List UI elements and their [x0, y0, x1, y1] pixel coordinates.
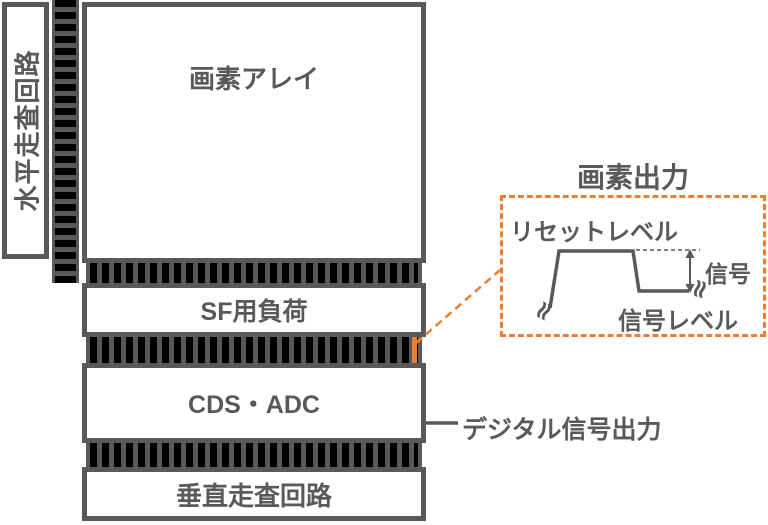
horizontal-scan-circuit-box: 水平走査回路	[2, 2, 49, 259]
reset-level-label: リセットレベル	[510, 219, 678, 246]
bus-cds-adc-to-vertical-scan	[86, 443, 422, 467]
horizontal-scan-circuit-label: 水平走査回路	[12, 49, 43, 212]
vertical-scan-circuit-label: 垂直走査回路	[175, 480, 332, 511]
pixel-array-label: 画素アレイ	[188, 64, 319, 94]
pixel-output-highlight-line	[412, 337, 417, 363]
pixel-output-inset-title: 画素出力	[576, 162, 689, 193]
vertical-scan-circuit-box: 垂直走査回路	[82, 467, 426, 521]
pixel-output-callout-line	[415, 269, 501, 344]
bus-sf-load-to-cds-adc	[86, 337, 422, 363]
cds-adc-box: CDS・ADC	[82, 363, 426, 443]
pixel-array-box: 画素アレイ	[82, 2, 426, 263]
bus-horizontal-scan-to-pixel-array	[52, 0, 79, 283]
sf-load-label: SF用負荷	[200, 298, 308, 326]
pixel-output-inset-box	[500, 195, 766, 337]
bus-pixel-array-to-sf-load	[86, 263, 422, 283]
signal-level-label: 信号レベル	[618, 308, 738, 335]
cds-adc-label: CDS・ADC	[188, 391, 320, 419]
digital-output-label: デジタル信号出力	[462, 416, 662, 444]
signal-label: 信号	[705, 261, 751, 287]
sf-load-box: SF用負荷	[82, 283, 426, 337]
